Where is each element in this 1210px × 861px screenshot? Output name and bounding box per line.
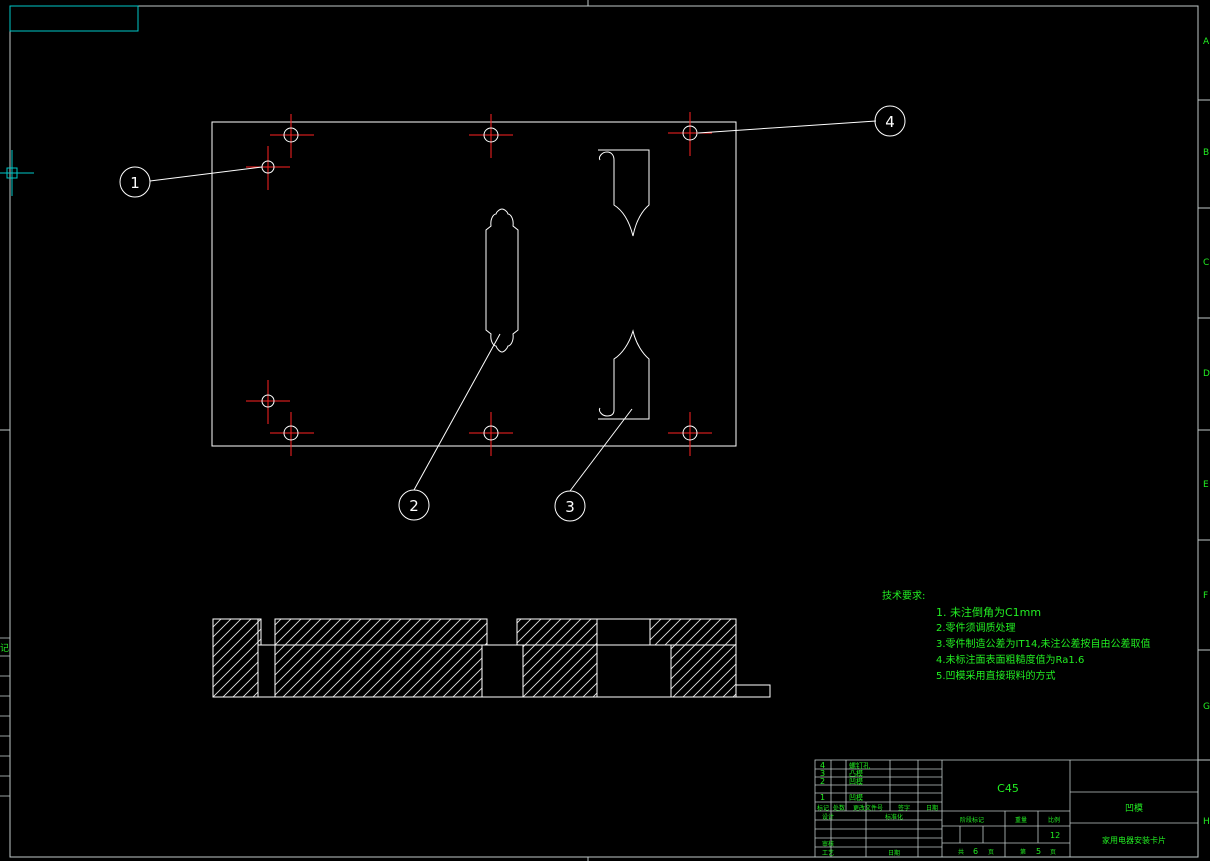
upper-profile [598,149,650,237]
border-zone-letters: A B C D E F G H [1203,37,1210,827]
tech-req-item-1: 1. 未注倒角为C1mm [936,605,1041,619]
balloon-4-label: 4 [885,113,895,131]
zone-letter-d: D [1203,369,1210,379]
part-row-3-name: 凸模 [849,769,863,778]
screw-holes [246,112,712,456]
header-count: 处数 [833,804,845,812]
part-row-1-no: 1 [820,793,825,802]
part-name: 凹模 [1125,803,1143,814]
ucs-marker [0,150,34,196]
part-row-2-name: 凹模 [849,777,863,786]
sheet-no: 5 [1036,847,1041,856]
hatch-block-1 [212,618,259,698]
hole-bottom-right [668,412,712,456]
corner-box [9,5,139,32]
hole-top-mid [469,114,513,158]
part-row-4-no: 4 [820,761,825,770]
zone-letter-h: H [1203,817,1210,827]
row-process: 工艺 [822,849,834,857]
hole-top-right [668,112,712,156]
leaders [149,120,877,492]
sheet-unit: 页 [1050,849,1056,856]
sheets-unit: 页 [988,849,994,856]
sheets-total-label: 共 [958,848,964,856]
part-row-3-no: 3 [820,769,825,778]
left-edge-label: 记 [0,643,9,654]
sheet-no-label: 第 [1020,848,1026,856]
stage-label: 阶段标记 [960,816,984,824]
header-date: 日期 [926,804,938,812]
header-sign: 签字 [898,804,910,812]
tech-req-item-3: 3.零件制造公差为IT14,未注公差按自由公差取值 [936,637,1151,650]
balloon-3: 3 [554,490,586,522]
part-row-2-no: 2 [820,777,825,786]
row-review: 审核 [822,840,834,848]
scale-value: 12 [1050,831,1060,840]
zone-letter-c: C [1203,258,1209,268]
balloon-1-label: 1 [130,174,140,192]
tech-req-title: 技术要求: [882,589,925,602]
hatch-block-3b [522,644,598,698]
hatch-block-4b [670,644,737,698]
part-row-4-name: 螺钉孔 [849,761,870,770]
hole-bottom-left [270,412,314,456]
tech-req-item-5: 5.凹模采用直接瑕料的方式 [936,669,1056,682]
left-edge-table [0,637,10,797]
title-block-text: 4 螺钉孔 3 凸模 2 凹模 1 凹模 标记 处数 更改文件号 签字 日期 设… [817,761,1166,857]
slot-cavity [485,208,519,353]
scale-label: 比例 [1048,816,1060,824]
sheets-total: 6 [973,847,978,856]
header-mark: 标记 [817,804,829,812]
zone-letter-g: G [1203,702,1210,712]
row-std: 标准化 [885,813,903,821]
part-row-1-name: 凹模 [849,793,863,802]
hatch-block-2b [274,644,483,698]
balloon-4: 4 [874,105,906,137]
hole-bottom-mid [469,412,513,456]
zone-letter-a: A [1203,37,1210,47]
hatch-block-2 [274,618,488,646]
tech-requirements: 技术要求: 1. 未注倒角为C1mm 2.零件须调质处理 3.零件制造公差为IT… [882,589,1151,682]
pin-hole-lower [246,380,290,424]
balloon-1: 1 [119,166,151,198]
row-date: 日期 [888,849,900,857]
title-block [814,759,1199,858]
drawing-title: 家用电器安装卡片 [1102,835,1166,845]
lower-profile [598,329,650,420]
weight-label: 重量 [1015,816,1027,824]
row-design: 设计 [822,813,834,821]
plate-outline [211,121,737,447]
header-change: 更改文件号 [853,804,883,812]
zone-letter-b: B [1203,148,1209,158]
section-view [212,618,771,698]
balloon-2-label: 2 [409,497,419,515]
material: C45 [997,782,1019,795]
zone-letter-e: E [1203,480,1209,490]
hatch-block-4 [649,618,737,646]
top-view [211,121,737,447]
balloon-3-label: 3 [565,498,575,516]
balloon-2: 2 [398,489,430,521]
hole-top-left [270,114,314,158]
tech-req-item-2: 2.零件须调质处理 [936,622,1016,634]
hatch-block-3 [516,618,598,646]
zone-letter-f: F [1203,591,1208,601]
tech-req-item-4: 4.未标注面表面粗糙度值为Ra1.6 [936,653,1084,666]
